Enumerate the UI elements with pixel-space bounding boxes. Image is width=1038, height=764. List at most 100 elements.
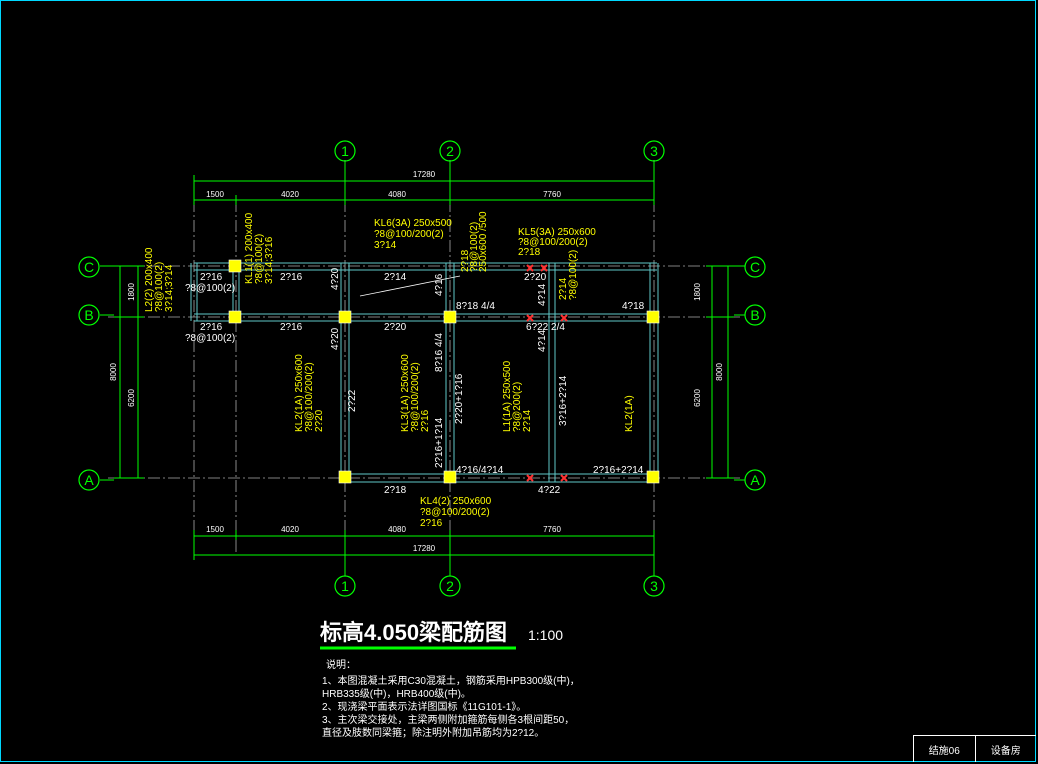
beam-outlines xyxy=(190,262,659,483)
axis-bubble-3-top xyxy=(643,140,665,162)
rebar-b-622: 6?22 2/4 xyxy=(526,322,565,333)
beam-kl5v-l1: 2?14 xyxy=(558,277,569,300)
axis-label-1-bottom: 1 xyxy=(341,578,349,594)
beam-kl4-l1: KL4(2) 250x600 xyxy=(420,496,492,507)
axis-bubbles xyxy=(78,140,766,597)
beam-kl3-l2: ?8@100/200(2) xyxy=(410,362,421,432)
rebar-v-414: 4?14 xyxy=(537,329,548,352)
rebar-c-left1: 2?16 xyxy=(200,272,223,283)
dim-bottom-2: 4020 xyxy=(281,525,299,534)
beam-kl4-l2: ?8@100/200(2) xyxy=(420,507,490,518)
dim-top-1: 1500 xyxy=(206,190,224,199)
notes-heading: 说明： xyxy=(326,658,356,671)
column xyxy=(646,470,660,484)
beam-kl2-l3: 2?20 xyxy=(314,409,325,432)
axis-label-2-bottom: 2 xyxy=(446,578,454,594)
rebar-b-414: 4?14 xyxy=(537,283,548,306)
columns xyxy=(228,259,660,484)
beam-kl2-l1: KL2(1A) 250x600 xyxy=(294,354,305,432)
beam-l1top-l3: 250x600 /500 xyxy=(478,211,489,272)
axis-bubble-c-left xyxy=(78,256,100,278)
axis-bubble-1-bottom xyxy=(334,575,356,597)
axis-bubble-c-right xyxy=(744,256,766,278)
beam-kl3-l3: 2?16 xyxy=(420,409,431,432)
column xyxy=(338,310,352,324)
column xyxy=(228,310,242,324)
dim-top-4: 7760 xyxy=(543,190,561,199)
drawing-title: 标高4.050梁配筋图 xyxy=(320,620,507,645)
rebar-a-218: 2?18 xyxy=(384,485,407,496)
rebar-b-left1b: ?8@100(2) xyxy=(185,333,235,344)
beam-kl1-l3: 3?14;3?16 xyxy=(264,236,275,284)
axis-bubble-2-top xyxy=(439,140,461,162)
beam-kl5-l3: 2?18 xyxy=(518,247,541,258)
beam-l1-l3: 2?14 xyxy=(522,409,533,432)
axis-label-a-right: A xyxy=(750,472,760,488)
rebar-c-left2: 2?16 xyxy=(280,272,303,283)
dim-top-3: 4080 xyxy=(388,190,406,199)
column xyxy=(443,310,457,324)
rebar-c-416: 4?16 xyxy=(434,273,445,296)
axis-bubble-b-right xyxy=(744,304,766,326)
drawing-scale: 1:100 xyxy=(528,627,563,643)
beam-kl5v-l2: ?8@100(2) xyxy=(568,250,579,300)
dimension-lines xyxy=(100,162,745,576)
beam-kl1-l1: KL1(1) 200x400 xyxy=(244,212,255,284)
column xyxy=(338,470,352,484)
beam-kl1-l2: ?8@100(2) xyxy=(254,234,265,284)
axis-label-a-left: A xyxy=(84,472,94,488)
rebar-v-2216: 2?16+1?14 xyxy=(434,417,445,468)
dim-bottom-4: 7760 xyxy=(543,525,561,534)
beam-l2-l1: L2(2) 200x400 xyxy=(144,247,155,312)
beam-kl2r-l1: KL2(1A) xyxy=(624,395,635,432)
axis-bubble-2-bottom xyxy=(439,575,461,597)
rebar-v-816: 8?16 4/4 xyxy=(434,333,445,372)
axis-label-b-left: B xyxy=(84,307,93,323)
notes-line-4: 3、主次梁交接处，主梁两侧附加箍筋每侧各3根间距50， xyxy=(322,713,574,726)
column xyxy=(646,310,660,324)
axis-label-b-right: B xyxy=(750,307,759,323)
rebar-b-left2: 2?16 xyxy=(280,322,303,333)
dim-right-total: 8000 xyxy=(715,363,724,381)
dim-left-2: 6200 xyxy=(127,389,136,407)
axis-label-3-top: 3 xyxy=(650,143,658,159)
notes-line-3: 2、现浇梁平面表示法详图国标《11G101-1》。 xyxy=(322,700,526,713)
dim-left-1: 1800 xyxy=(127,283,136,301)
leader-line xyxy=(359,275,461,297)
grid-centerlines xyxy=(108,160,740,575)
column xyxy=(443,470,457,484)
project-name: 设备房 xyxy=(990,745,1021,757)
rebar-v-420: 4?20 xyxy=(330,327,341,350)
axis-bubble-a-left xyxy=(78,469,100,491)
axis-bubble-b-left xyxy=(78,304,100,326)
beam-l1-l1: L1(1A) 250x500 xyxy=(502,360,513,432)
rebar-c-mid: 2?14 xyxy=(384,272,407,283)
axis-bubble-3-bottom xyxy=(643,575,665,597)
rebar-v-2220: 2?20+1?16 xyxy=(454,373,465,424)
axis-label-2-top: 2 xyxy=(446,143,454,159)
notes-line-2: HRB335级(中)，HRB400级(中)。 xyxy=(322,687,471,700)
dim-top-total: 17280 xyxy=(413,170,436,179)
beam-kl3-l1: KL3(1A) 250x600 xyxy=(400,354,411,432)
column xyxy=(228,259,242,273)
axis-label-c-right: C xyxy=(750,259,760,275)
beam-kl6-l3: 3?14 xyxy=(374,240,397,251)
rebar-a-422: 4?22 xyxy=(538,485,561,496)
beam-l1top-l2: ?8@100(2) xyxy=(469,222,480,272)
drawing-number: 结施06 xyxy=(914,736,976,762)
dim-bottom-total: 17280 xyxy=(413,544,436,553)
hanger-bars xyxy=(526,264,568,482)
dim-top-2: 4020 xyxy=(281,190,299,199)
rebar-b-mid: 2?20 xyxy=(384,322,407,333)
beam-l2-l2: ?8@100(2) xyxy=(154,262,165,312)
rebar-a-2216: 2?16+2?14 xyxy=(593,465,644,476)
notes-line-1: 1、本图混凝土采用C30混凝土，钢筋采用HPB300级(中)， xyxy=(322,674,580,687)
dim-right-2: 6200 xyxy=(693,389,702,407)
dim-left-total: 8000 xyxy=(109,363,118,381)
rebar-b-818: 8?18 4/4 xyxy=(456,301,495,312)
notes-line-5: 直径及肢数同梁箍；除注明外附加吊筋均为2?12。 xyxy=(322,726,544,739)
rebar-b-418: 4?18 xyxy=(622,301,645,312)
rebar-v-2222: 2?22 xyxy=(347,389,358,412)
rebar-c-220: 2?20 xyxy=(524,272,547,283)
